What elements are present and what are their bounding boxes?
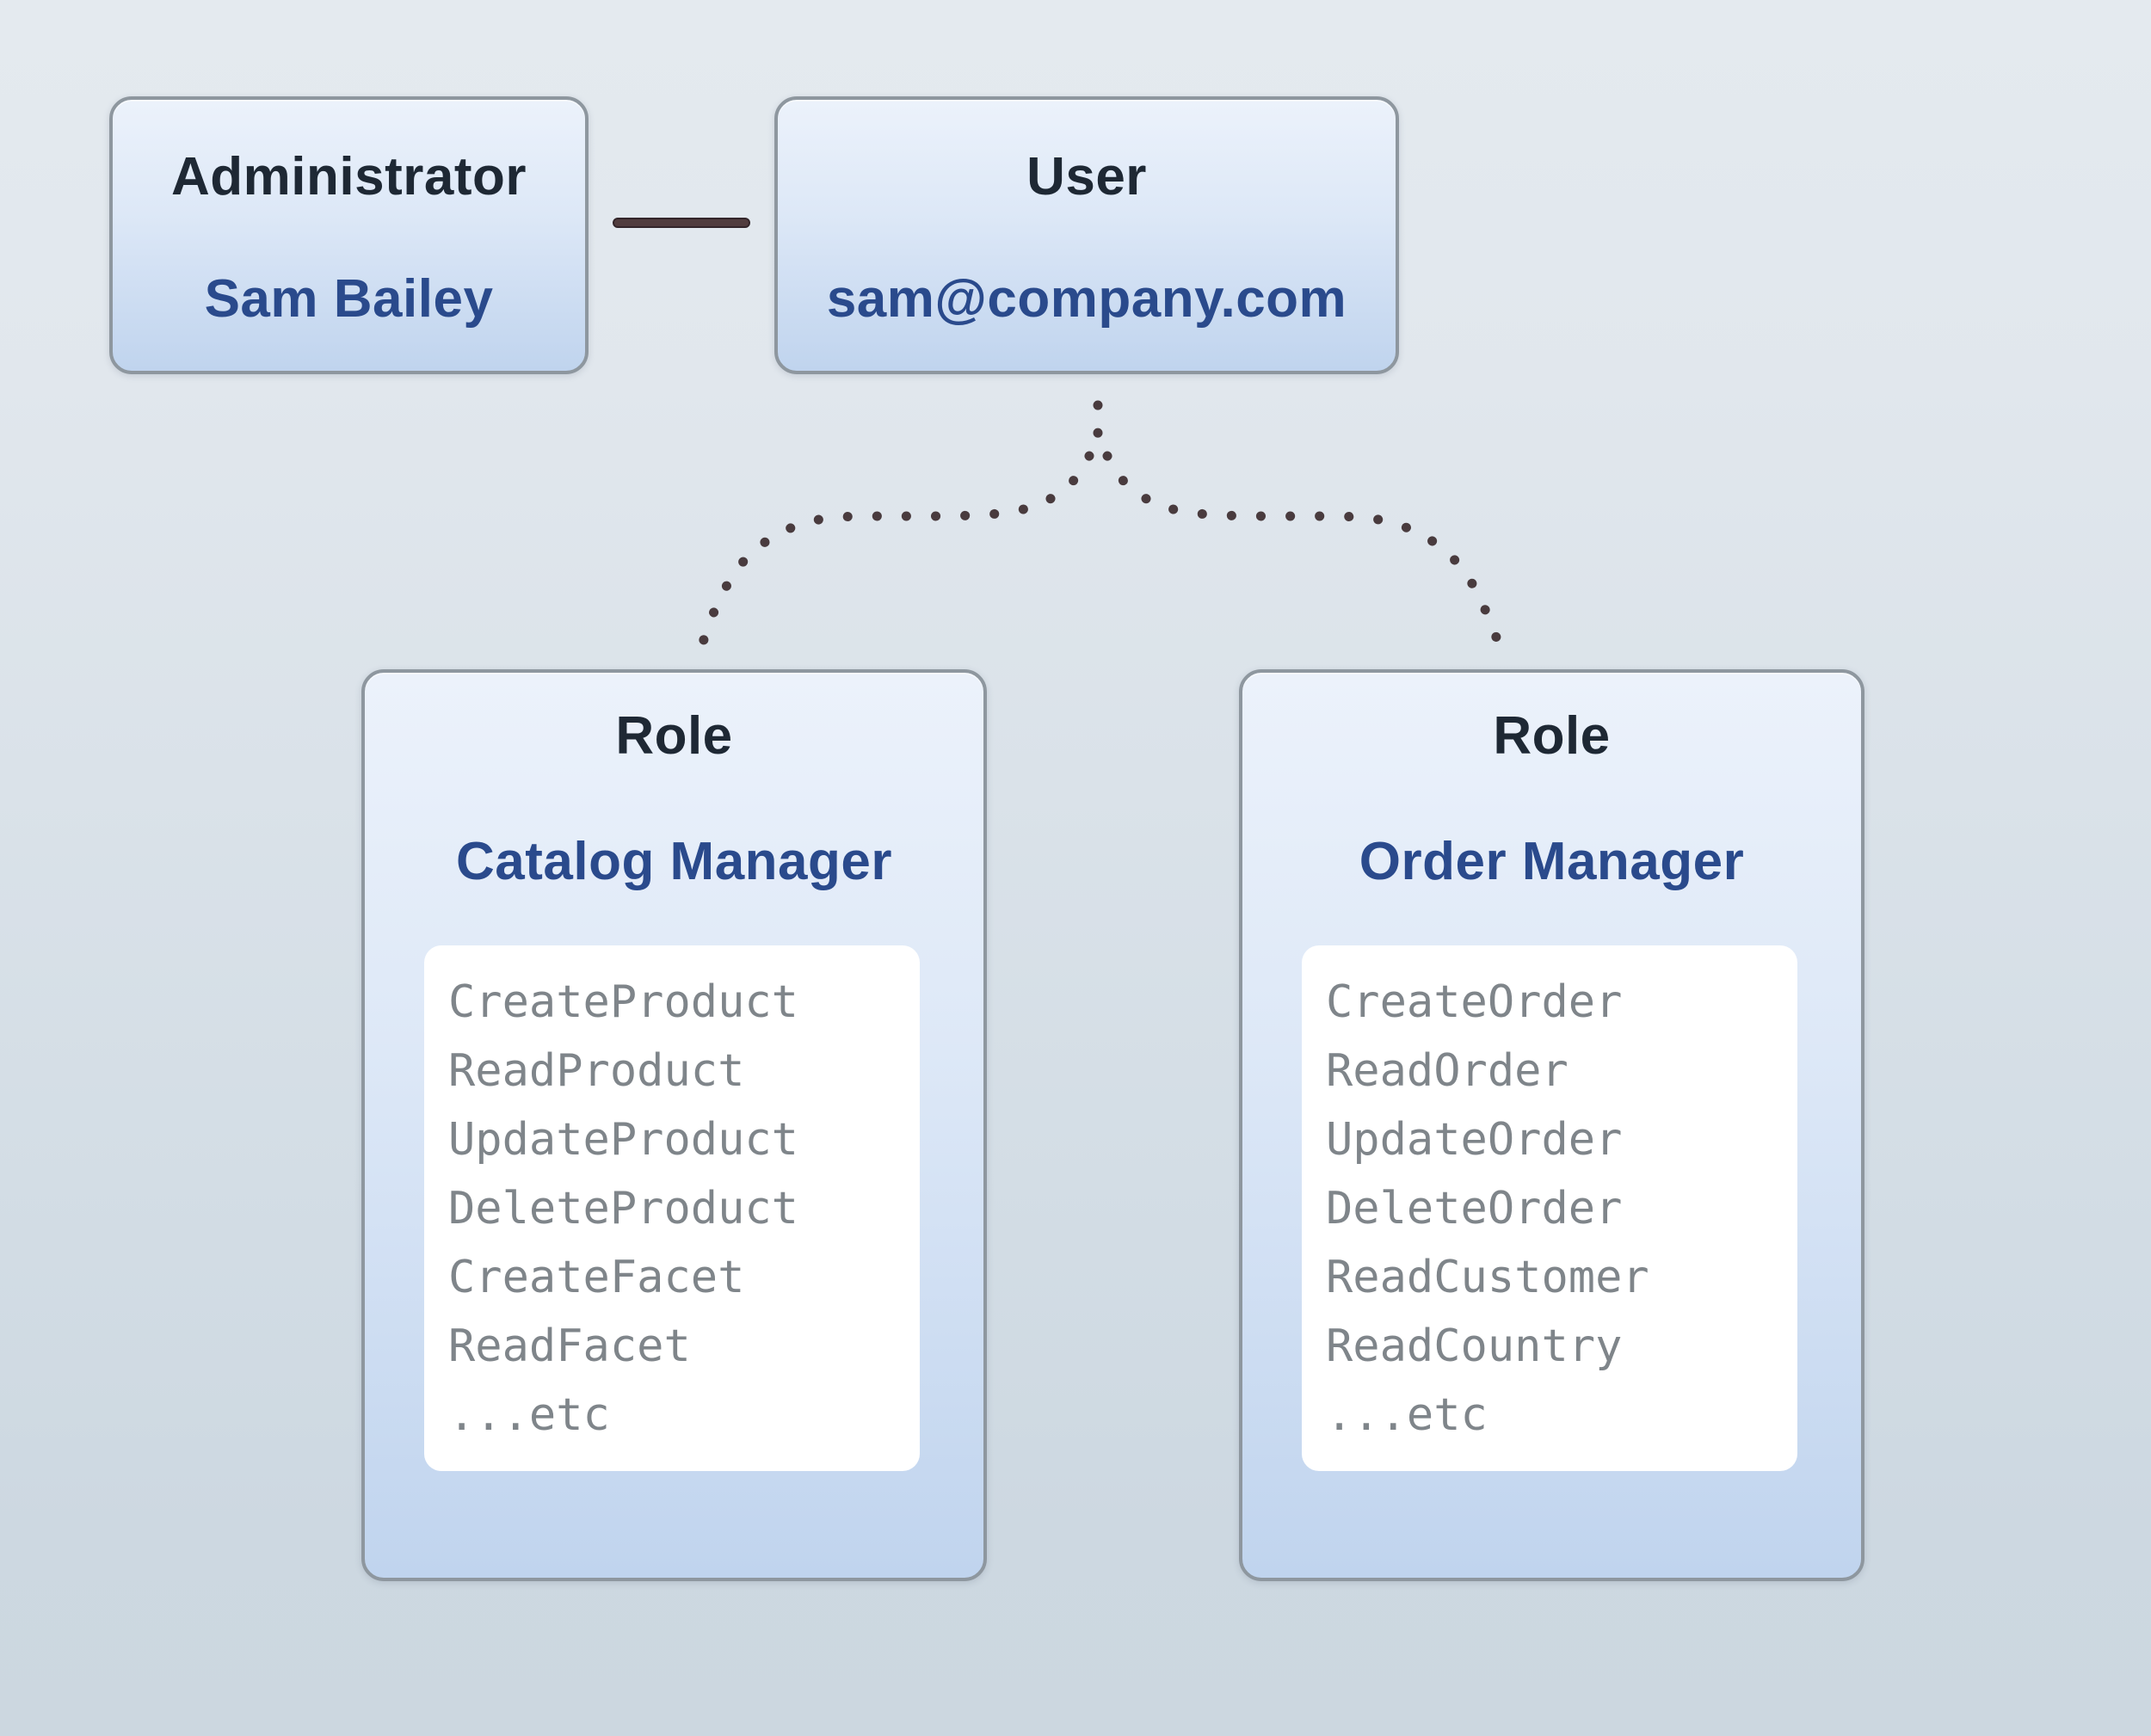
admin-user-association-line	[613, 218, 750, 228]
permission-item: DeleteOrder	[1326, 1183, 1623, 1234]
permission-item: ...etc	[448, 1389, 610, 1441]
permission-item: ...etc	[1326, 1389, 1488, 1441]
catalog-role-name: Catalog Manager	[455, 832, 893, 891]
user-node-email: sam@company.com	[826, 269, 1347, 329]
dotted-connector-to-catalog-role	[697, 451, 1094, 652]
user-node: User sam@company.com	[774, 96, 1399, 374]
permission-item: UpdateProduct	[448, 1114, 798, 1166]
user-node-title: User	[1026, 147, 1147, 206]
permission-item: CreateOrder	[1326, 976, 1623, 1028]
permission-item: DeleteProduct	[448, 1183, 798, 1234]
permission-item: CreateFacet	[448, 1252, 745, 1303]
order-manager-role-node: Role Order Manager CreateOrder ReadOrder…	[1239, 669, 1864, 1581]
permission-item: UpdateOrder	[1326, 1114, 1623, 1166]
order-role-title: Role	[1493, 706, 1611, 766]
dotted-connector-to-order-role	[1102, 451, 1504, 652]
administrator-node-name: Sam Bailey	[204, 269, 494, 329]
permission-item: CreateProduct	[448, 976, 798, 1028]
order-role-name: Order Manager	[1359, 832, 1745, 891]
permission-item: ReadCustomer	[1326, 1252, 1649, 1303]
administrator-node-title: Administrator	[171, 147, 527, 206]
permission-item: ReadCountry	[1326, 1320, 1623, 1372]
permission-item: ReadOrder	[1326, 1045, 1569, 1097]
catalog-role-title: Role	[615, 706, 733, 766]
catalog-manager-role-node: Role Catalog Manager CreateProduct ReadP…	[361, 669, 987, 1581]
administrator-node: Administrator Sam Bailey	[109, 96, 589, 374]
permission-item: ReadFacet	[448, 1320, 691, 1372]
catalog-role-permission-list: CreateProduct ReadProduct UpdateProduct …	[424, 945, 920, 1471]
permission-item: ReadProduct	[448, 1045, 745, 1097]
order-role-permission-list: CreateOrder ReadOrder UpdateOrder Delete…	[1302, 945, 1797, 1471]
